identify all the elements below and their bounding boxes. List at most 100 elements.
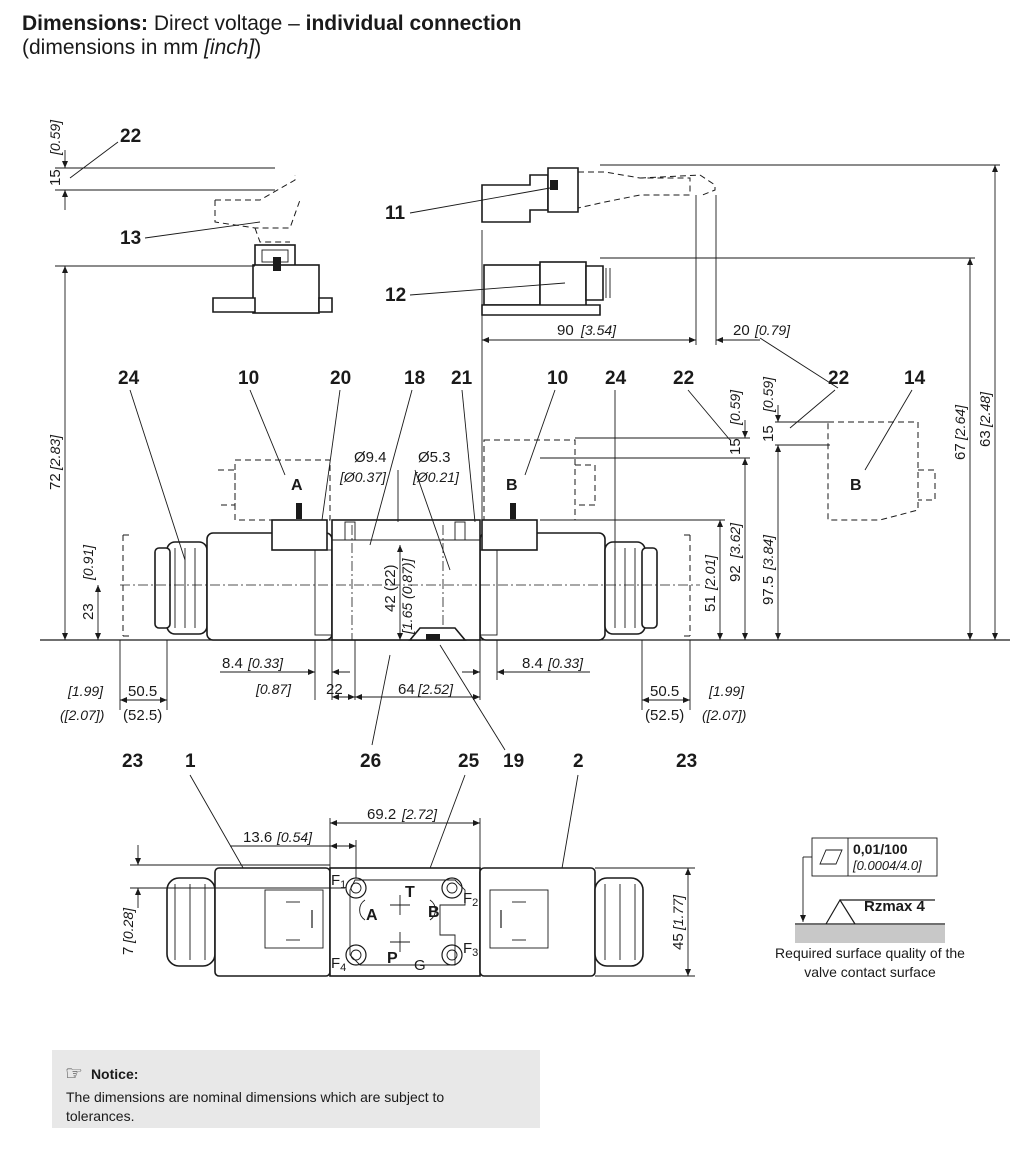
callout-23-left: 23: [122, 751, 143, 772]
dim-15-top-inch: [0.59]: [47, 119, 63, 156]
surface-quality-symbol: [795, 837, 945, 943]
dim-13-6-inch: [0.54]: [276, 829, 313, 845]
callout-12: 12: [385, 285, 406, 306]
units-close: ): [254, 36, 262, 59]
dim-8-4-left: 8.4: [222, 655, 243, 672]
dim-45-inch: [1.77]: [670, 894, 686, 931]
dim-22: 22: [326, 681, 343, 698]
callout-22-right: 22: [828, 368, 849, 389]
port-b-label: B: [428, 904, 440, 921]
port-t-label: T: [405, 884, 415, 901]
plug-angled-right: [481, 167, 716, 316]
dim-90-inch: [3.54]: [580, 322, 617, 338]
units-inch: [inch]: [204, 36, 255, 59]
plug-b-label: B: [850, 477, 862, 494]
port-f1-label: F1: [331, 872, 346, 891]
dim-90: 90: [557, 322, 574, 339]
solenoid-a-label: A: [291, 477, 303, 494]
callout-1: 1: [185, 751, 196, 772]
dimension-labels: 15 [0.59] 72 [2.83] 23 [0.91] 42 (22) [1…: [47, 119, 994, 955]
dim-dia-9-4-inch: [Ø0.37]: [339, 469, 387, 485]
dim-dia-9-4: Ø9.4: [354, 449, 387, 466]
callout-21: 21: [451, 368, 473, 389]
dim-13-6: 13.6: [243, 829, 272, 846]
valve-side-view: [40, 421, 1010, 641]
callout-24-left: 24: [118, 368, 140, 389]
leader-lines: [69, 141, 913, 896]
notice-title-row: ☞ Notice:: [65, 1063, 139, 1085]
callout-19: 19: [503, 751, 524, 772]
dim-64: 64: [398, 681, 415, 698]
dim-15-mid-inch: [0.59]: [727, 389, 743, 426]
flatness-inch: [0.0004/4.0]: [852, 858, 922, 873]
dim-15-top: 15: [47, 169, 64, 186]
dim-50-5-left-inch: [1.99]: [67, 683, 104, 699]
callout-23-right: 23: [676, 751, 697, 772]
dim-42-inch: [1.65 (0.87)]: [399, 557, 415, 635]
dim-92: 92: [727, 565, 744, 582]
port-g-label: G: [414, 957, 426, 974]
surface-caption-line1: Required surface quality of the: [775, 945, 965, 961]
dim-69-2-inch: [2.72]: [401, 806, 438, 822]
port-f3-label: F3: [463, 940, 478, 959]
dimension-lines: [55, 150, 1000, 710]
page-header: Dimensions: Direct voltage – individual …: [22, 12, 521, 60]
dim-63-inch: [2.48]: [977, 391, 993, 428]
dim-dia-5-3: Ø5.3: [418, 449, 451, 466]
dim-15-right-inch: [0.59]: [760, 376, 776, 413]
dim-15-right: 15: [760, 425, 777, 442]
dim-97-5: 97.5: [760, 576, 777, 605]
dim-51: 51: [702, 595, 719, 612]
dim-22-inch: [0.87]: [255, 681, 292, 697]
pointing-hand-icon: ☞: [65, 1063, 83, 1085]
port-f4-label: F4: [331, 955, 346, 974]
callout-24-right: 24: [605, 368, 627, 389]
header-label: Dimensions:: [22, 12, 149, 35]
dim-52-5-right-inch: ([2.07]): [702, 707, 746, 723]
dim-72: 72: [47, 473, 64, 490]
callout-13: 13: [120, 228, 141, 249]
dim-50-5-left: 50.5: [128, 683, 157, 700]
notice-body: The dimensions are nominal dimensions wh…: [66, 1089, 445, 1124]
dim-8-4-left-inch: [0.33]: [247, 655, 284, 671]
dim-20-inch: [0.79]: [754, 322, 791, 338]
notice-title: Notice:: [90, 1066, 139, 1082]
dim-20: 20: [733, 322, 750, 339]
dim-50-5-right: 50.5: [650, 683, 679, 700]
callout-20: 20: [330, 368, 351, 389]
dim-42: 42 (22): [382, 564, 399, 612]
port-f2-label: F2: [463, 890, 478, 909]
surface-quality-labels: 0,01/100 [0.0004/4.0] Rzmax 4 Required s…: [775, 841, 965, 980]
dim-7-inch: [0.28]: [120, 907, 136, 944]
dim-45: 45: [670, 933, 687, 950]
plug-angled-left: [212, 175, 333, 314]
callout-14: 14: [904, 368, 926, 389]
dim-52-5-left: (52.5): [123, 707, 162, 724]
callout-26: 26: [360, 751, 381, 772]
dim-23: 23: [80, 603, 97, 620]
flatness-value: 0,01/100: [853, 841, 908, 857]
port-p-label: P: [387, 950, 398, 967]
callout-22-mid: 22: [673, 368, 694, 389]
dim-50-5-right-inch: [1.99]: [708, 683, 745, 699]
dim-52-5-right: (52.5): [645, 707, 684, 724]
callout-10-right: 10: [547, 368, 568, 389]
dim-97-5-inch: [3.84]: [760, 534, 776, 571]
header-mode: Direct voltage –: [153, 12, 300, 35]
dim-51-inch: [2.01]: [702, 554, 718, 591]
roughness-value: Rzmax 4: [864, 898, 926, 915]
dim-69-2: 69.2: [367, 806, 396, 823]
callout-10-left: 10: [238, 368, 259, 389]
dim-67: 67: [952, 443, 969, 460]
dim-dia-5-3-inch: [Ø0.21]: [412, 469, 460, 485]
callout-2: 2: [573, 751, 584, 772]
dim-15-mid: 15: [727, 438, 744, 455]
port-labels: A B B A B T P G F1 F2 F3 F4: [291, 477, 862, 974]
dim-92-inch: [3.62]: [727, 522, 743, 559]
dim-67-inch: [2.64]: [952, 404, 968, 441]
callout-11: 11: [385, 203, 406, 224]
header-units-line: (dimensions in mm [inch]): [22, 36, 521, 60]
callout-18: 18: [404, 368, 425, 389]
dim-7: 7: [120, 947, 137, 955]
